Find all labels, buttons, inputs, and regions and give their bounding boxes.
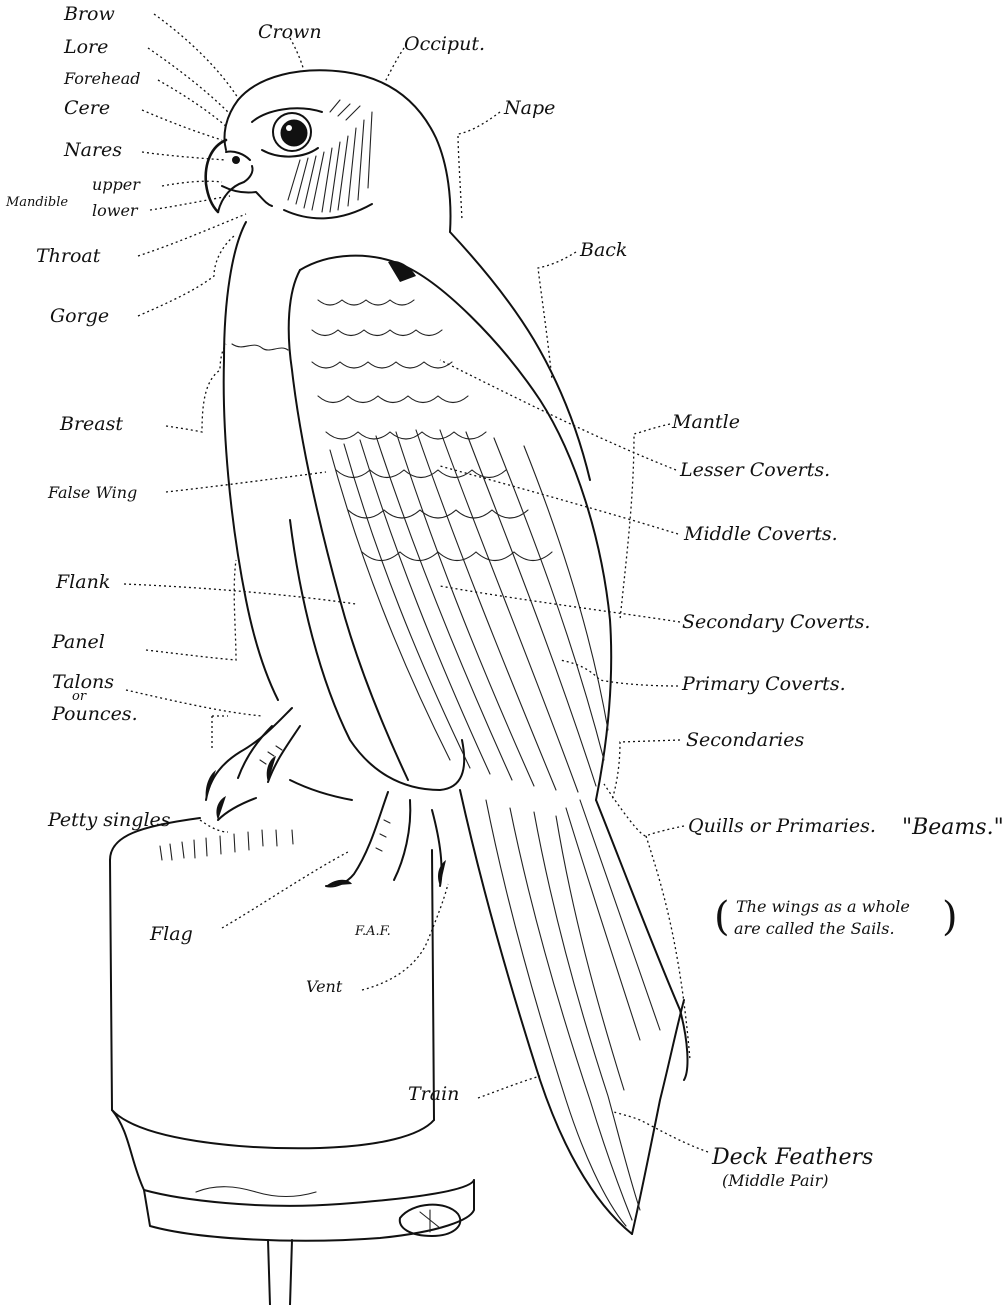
sails-note-line-1: The wings as a whole xyxy=(736,897,910,916)
label-pounces: Pounces. xyxy=(51,703,138,725)
label-lore: Lore xyxy=(63,36,108,58)
label-throat: Throat xyxy=(36,245,101,267)
label-vent: Vent xyxy=(306,977,343,996)
label-talons-or: or xyxy=(72,689,87,704)
label-cere: Cere xyxy=(64,97,110,119)
label-lesser-coverts: Lesser Coverts. xyxy=(679,459,830,481)
covert-feathers xyxy=(312,300,552,561)
sails-note: ( The wings as a whole are called the Sa… xyxy=(714,894,958,940)
label-mantle: Mantle xyxy=(671,411,740,433)
label-nape: Nape xyxy=(503,97,555,119)
label-petty-singles: Petty singles xyxy=(47,809,171,831)
label-flag: Flag xyxy=(149,923,193,945)
falcon-head xyxy=(206,70,451,232)
sails-note-close-paren: ) xyxy=(942,894,958,940)
label-panel: Panel xyxy=(51,631,105,653)
label-flank: Flank xyxy=(55,571,110,593)
sails-note-open-paren: ( xyxy=(714,894,730,940)
label-middle-coverts: Middle Coverts. xyxy=(683,523,838,545)
artist-signature: F.A.F. xyxy=(354,924,391,939)
flight-feathers xyxy=(330,430,608,792)
label-mandible: Mandible xyxy=(5,195,68,210)
label-false-wing: False Wing xyxy=(47,483,137,502)
label-deck-feathers-middle-pair: (Middle Pair) xyxy=(722,1171,829,1190)
label-beams: "Beams." xyxy=(902,815,1004,840)
label-occiput: Occiput. xyxy=(404,33,485,55)
label-deck-feathers: Deck Feathers xyxy=(711,1145,873,1170)
label-train: Train xyxy=(408,1083,459,1105)
label-nares: Nares xyxy=(63,139,122,161)
label-mandible-lower: lower xyxy=(92,201,139,220)
sails-note-line-2: are called the Sails. xyxy=(734,919,895,938)
label-mandible-upper: upper xyxy=(92,175,141,194)
left-labels: Brow Lore Forehead Cere Nares Mandible u… xyxy=(5,3,459,1105)
right-labels: Crown Occiput. Nape Back Mantle Lesser C… xyxy=(258,21,1004,1190)
perch-block: F.A.F. xyxy=(110,818,474,1305)
label-quills-primaries: Quills or Primaries. xyxy=(688,815,876,837)
label-back: Back xyxy=(579,239,627,261)
label-primary-coverts: Primary Coverts. xyxy=(681,673,846,695)
label-secondary-coverts: Secondary Coverts. xyxy=(682,611,870,633)
label-forehead: Forehead xyxy=(63,69,141,88)
label-secondaries: Secondaries xyxy=(686,729,804,751)
label-gorge: Gorge xyxy=(50,305,109,327)
label-crown: Crown xyxy=(258,21,322,43)
label-breast: Breast xyxy=(59,413,123,435)
label-brow: Brow xyxy=(63,3,115,25)
falcon-feet xyxy=(206,708,446,887)
